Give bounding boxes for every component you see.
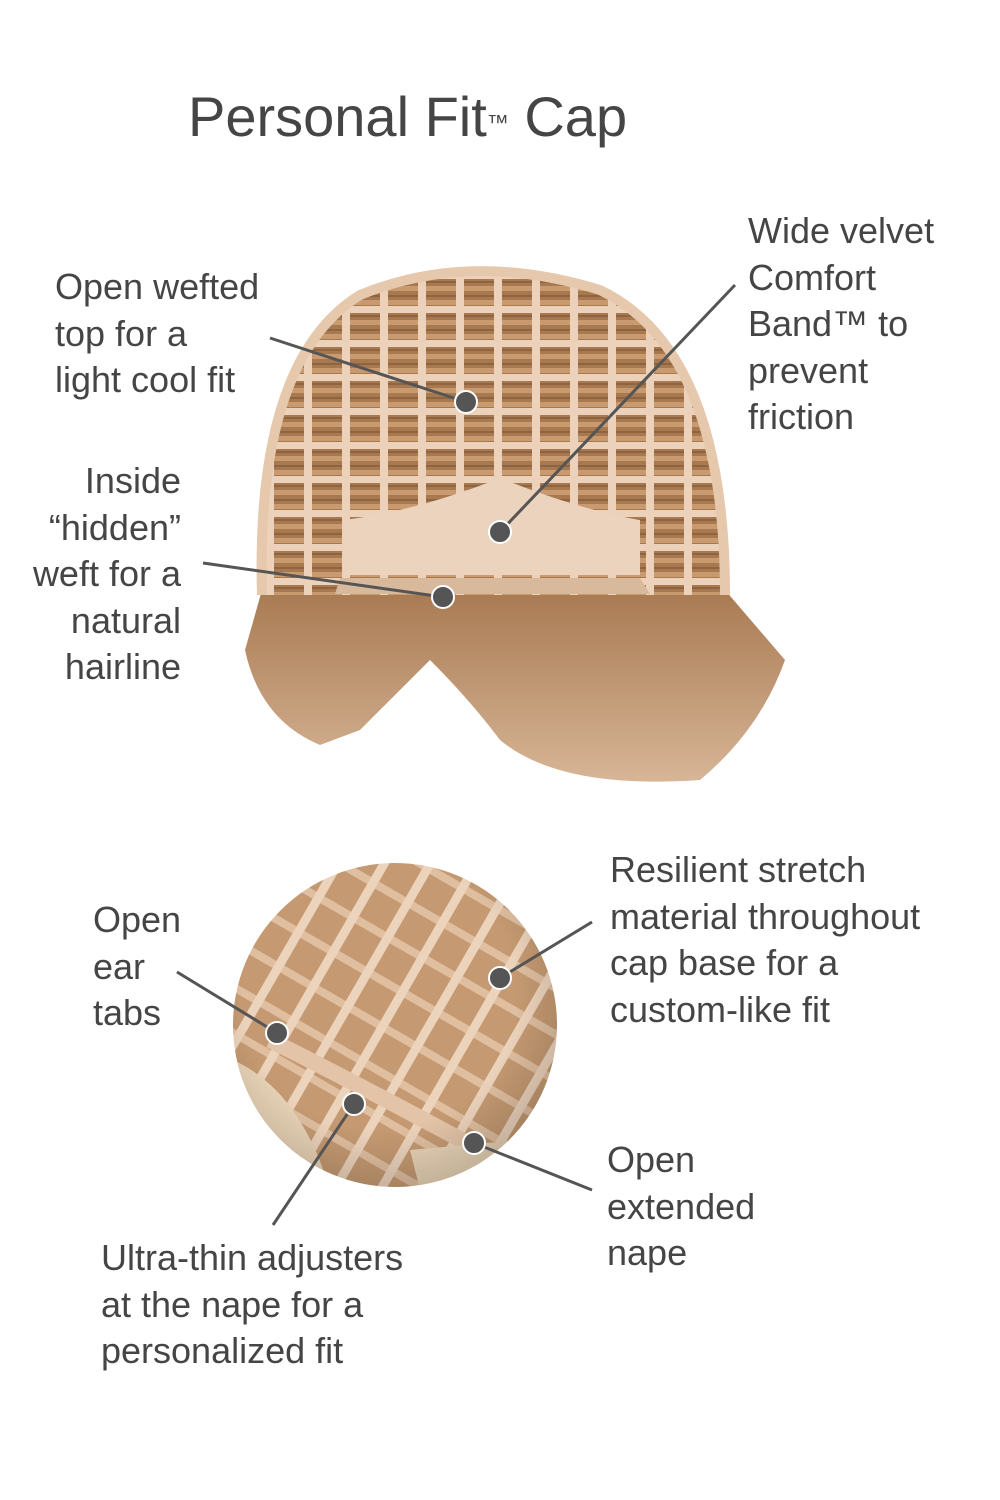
callout-line-text: personalized fit [101, 1330, 344, 1371]
callout-line-text: Band™ to [748, 303, 909, 344]
callout-stretch-material: Resilient stretch material throughout ca… [610, 847, 920, 1033]
callout-line-text: Ultra-thin adjusters [101, 1237, 404, 1278]
top-wig-back-view [245, 266, 785, 782]
callout-line-text: tabs [93, 992, 162, 1033]
page-title: Personal Fit™ Cap [188, 82, 627, 152]
callout-dots [265, 390, 512, 1155]
callout-line-extended-nape [473, 1141, 593, 1192]
callout-line-text: “hidden” [48, 506, 181, 548]
callout-line-text: extended [607, 1185, 756, 1227]
trademark: ™ [486, 110, 509, 135]
callout-open-wefted-top: Open wefted top for a light cool fit [55, 264, 259, 404]
callout-line-stretch-material [499, 920, 593, 980]
callout-line-text: Inside [84, 460, 181, 501]
callout-line-text: cap base for a [610, 942, 839, 983]
callout-line-text: friction [748, 396, 855, 437]
callout-line-text: weft for a [32, 553, 181, 594]
callout-line-text: Resilient stretch [610, 849, 867, 890]
callout-line-text: Comfort [748, 256, 877, 298]
bottom-cap-side-view [233, 863, 557, 1187]
title-suffix: Cap [508, 85, 628, 148]
callout-line-text: custom-like fit [610, 988, 831, 1030]
callout-line-text: Open [607, 1139, 696, 1180]
callout-hidden-weft: Inside “hidden” weft for a natural hairl… [33, 458, 181, 691]
callout-line-hidden-weft [202, 561, 444, 599]
callout-line-open-ear-tabs [176, 970, 278, 1035]
callout-open-ear-tabs: Open ear tabs [93, 897, 181, 1037]
callout-line-text: hairline [64, 646, 181, 687]
callout-line-text: ear [93, 945, 146, 987]
callout-line-open-wefted-top [269, 336, 467, 404]
callout-line-text: material throughout [610, 895, 921, 937]
callout-line-text: at the nape for a [101, 1283, 364, 1325]
callout-line-comfort-band [498, 283, 737, 534]
callout-nape-adjusters: Ultra-thin adjusters at the nape for a p… [101, 1235, 403, 1375]
callout-line-text: nape [607, 1232, 688, 1273]
callout-line-text: top for a [55, 312, 188, 354]
callout-lines [176, 283, 737, 1226]
callout-comfort-band: Wide velvet Comfort Band™ to prevent fri… [748, 208, 934, 441]
callout-line-text: Open [93, 899, 182, 940]
callout-line-text: light cool fit [55, 359, 236, 400]
callout-line-nape-adjusters [271, 1103, 356, 1226]
callout-line-text: natural [70, 599, 181, 641]
callout-line-text: Open wefted [55, 266, 260, 307]
title-text: Personal Fit [188, 85, 487, 148]
callout-line-text: Wide velvet [748, 210, 935, 251]
callout-extended-nape: Open extended nape [607, 1137, 755, 1277]
callout-line-text: prevent [748, 349, 869, 391]
